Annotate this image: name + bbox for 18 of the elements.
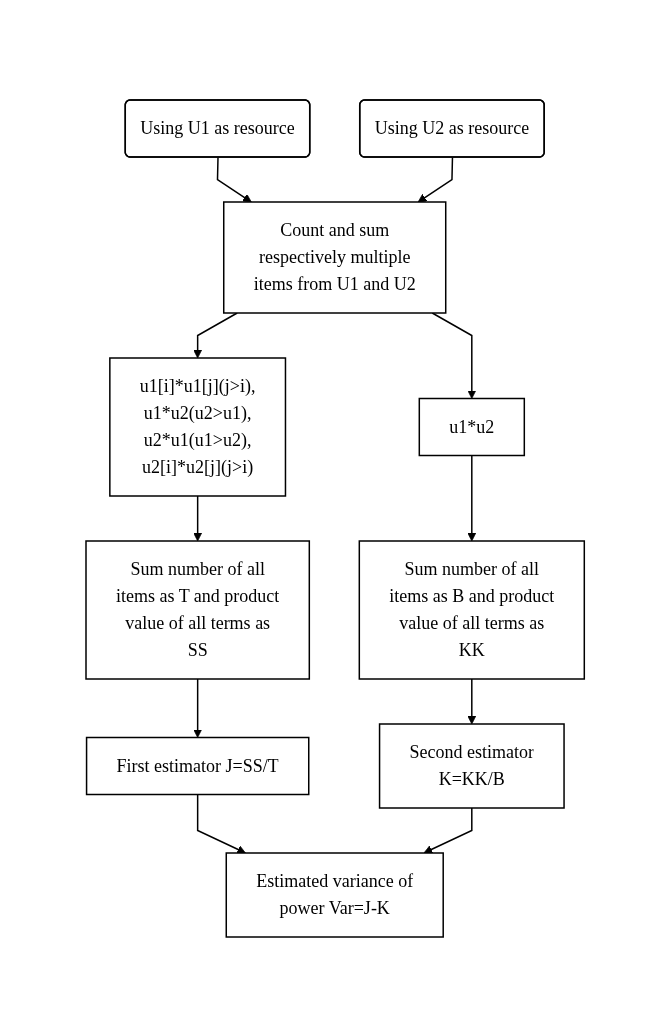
- arrow: [193, 494, 202, 541]
- arrow: [417, 156, 454, 202]
- node-box: First estimator J=SS/T: [85, 736, 310, 795]
- arrow: [467, 454, 477, 541]
- arrow: [423, 806, 473, 854]
- node-box: Count and sum respectively multiple items from U1 and U2: [222, 200, 447, 314]
- node-box: u1*u2: [418, 397, 525, 456]
- node-box: u1[i]*u1[j](j>i), u1*u2(u2>u1), u2*u1(u1>u2), u2[i]*u2[j](j>i): [108, 356, 287, 497]
- arrow: [196, 793, 246, 854]
- arrow: [431, 311, 477, 399]
- arrow: [467, 677, 477, 724]
- node-box: Sum number of all items as T and product value of all terms as SS: [85, 539, 310, 680]
- arrow: [193, 311, 238, 358]
- node-box: Estimated variance of power Var=J-K: [225, 851, 444, 938]
- arrow: [193, 677, 202, 738]
- node-box: Sum number of all items as B and product value of all terms as KK: [358, 539, 585, 680]
- arrow: [216, 156, 252, 202]
- node-box: Second estimator K=KK/B: [378, 722, 565, 809]
